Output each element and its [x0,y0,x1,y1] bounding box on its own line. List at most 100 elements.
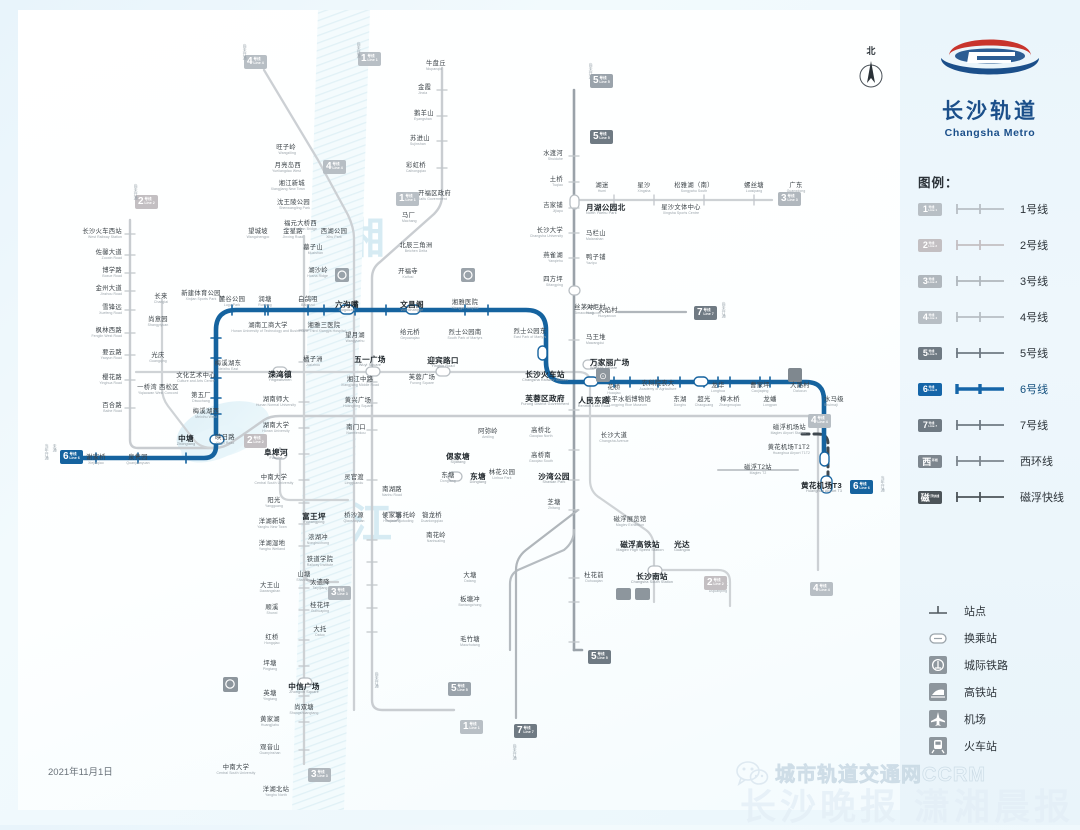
station-label[interactable]: 松雅湖（南）Songyahu South [650,182,738,193]
legend-line-row[interactable]: 磁浮快线磁浮快线 [918,486,1064,508]
legend-icon-row[interactable]: 机场 [928,706,986,731]
legend-icon-row[interactable]: 城际铁路 [928,652,1008,677]
legend-icon-row[interactable]: 火车站 [928,733,997,758]
map-canvas[interactable]: 湘 江 [18,10,900,810]
legend-icon-row[interactable]: 换乘站 [928,625,997,650]
